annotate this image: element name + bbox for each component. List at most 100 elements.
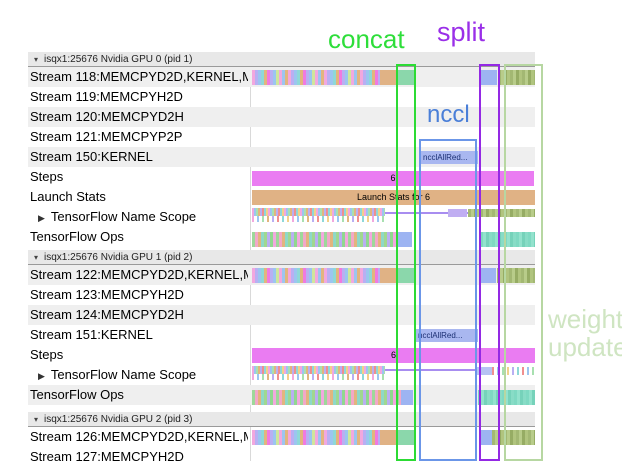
name-scope-bar xyxy=(252,208,385,217)
track-row: Steps 6 xyxy=(0,167,622,187)
track-label: Stream 123:MEMCPYH2D xyxy=(30,285,248,305)
track-row: Stream 118:MEMCPYD2D,KERNEL,ME xyxy=(0,67,622,87)
trace-event[interactable] xyxy=(492,367,535,375)
weight-update-box-highlight xyxy=(504,64,543,461)
weight-annotation-label: weight xyxy=(548,304,622,334)
track-label: Stream 118:MEMCPYD2D,KERNEL,ME xyxy=(30,67,248,87)
track-label: Stream 124:MEMCPYD2H xyxy=(30,305,248,325)
trace-event[interactable] xyxy=(480,232,535,247)
trace-event[interactable] xyxy=(478,390,535,405)
trace-event[interactable] xyxy=(380,70,398,85)
track-row: Stream 123:MEMCPYH2D xyxy=(0,285,622,305)
track-label-text: Stream 150:KERNEL xyxy=(30,149,153,164)
track-label-text: TensorFlow Name Scope xyxy=(50,209,197,224)
trace-event[interactable]: 6 xyxy=(252,171,534,186)
trace-event[interactable] xyxy=(397,268,414,283)
track-label: Launch Stats xyxy=(30,187,248,207)
track-label-text: Stream 151:KERNEL xyxy=(30,327,153,342)
trace-event[interactable] xyxy=(252,70,380,85)
trace-event[interactable] xyxy=(380,430,398,445)
track-label: TensorFlow Ops xyxy=(30,385,248,405)
track-label-text: Stream 118:MEMCPYD2D,KERNEL,ME xyxy=(30,69,248,84)
track-label-text: TensorFlow Ops xyxy=(30,229,124,244)
track-row: Stream 126:MEMCPYD2D,KERNEL,MI xyxy=(0,427,622,447)
trace-event[interactable] xyxy=(398,70,416,85)
trace-event[interactable] xyxy=(448,209,467,217)
trace-event[interactable] xyxy=(481,430,492,445)
track-label-text: Stream 122:MEMCPYD2D,KERNEL,MI xyxy=(30,267,248,282)
update-annotation-label: update xyxy=(548,332,622,362)
trace-event[interactable] xyxy=(252,430,380,445)
trace-event[interactable] xyxy=(475,367,492,375)
name-scope-fringe xyxy=(252,374,385,380)
track-label-text: TensorFlow Ops xyxy=(30,387,124,402)
track-label-text: Steps xyxy=(30,347,64,362)
nccl-allreduce-event[interactable]: ncclAllRed... xyxy=(415,329,478,342)
track-label-text: Stream 126:MEMCPYD2D,KERNEL,MI xyxy=(30,429,248,444)
trace-event[interactable]: Launch Stats for 6 xyxy=(252,190,535,205)
trace-event[interactable] xyxy=(468,209,535,217)
track-label-text: Stream 124:MEMCPYD2H xyxy=(30,307,184,322)
track-label-text: Launch Stats xyxy=(30,189,106,204)
track-row: Stream 121:MEMCPYP2P xyxy=(0,127,622,147)
track-label: Stream 121:MEMCPYP2P xyxy=(30,127,248,147)
process-header[interactable]: ▾isqx1:25676 Nvidia GPU 1 (pid 2) xyxy=(28,250,535,265)
track-label-text: Steps xyxy=(30,169,64,184)
trace-event[interactable] xyxy=(397,232,412,247)
trace-event[interactable] xyxy=(385,369,475,371)
track-label: Stream 119:MEMCPYH2D xyxy=(30,87,248,107)
nccl-annotation-label: nccl xyxy=(427,101,470,128)
track-row: Stream 122:MEMCPYD2D,KERNEL,MI xyxy=(0,265,622,285)
process-header[interactable]: ▾isqx1:25676 Nvidia GPU 0 (pid 1) xyxy=(28,52,535,67)
process-header-label: isqx1:25676 Nvidia GPU 0 (pid 1) xyxy=(44,53,193,65)
trace-event[interactable] xyxy=(252,268,380,283)
track-row: Stream 151:KERNEL ncclAllRed... xyxy=(0,325,622,345)
track-label-text: Stream 121:MEMCPYP2P xyxy=(30,129,183,144)
track-label: Stream 126:MEMCPYD2D,KERNEL,MI xyxy=(30,427,248,447)
split-box-highlight xyxy=(479,64,500,461)
track-row: Stream 120:MEMCPYD2H xyxy=(0,107,622,127)
track-label-text: Stream 120:MEMCPYD2H xyxy=(30,109,184,124)
track-row: Stream 150:KERNEL ncclAllRed... xyxy=(0,147,622,167)
concat-annotation-label: concat xyxy=(328,24,405,54)
trace-event[interactable] xyxy=(252,366,385,380)
track-row: Launch Stats Launch Stats for 6 xyxy=(0,187,622,207)
triangle-right-icon[interactable]: ▶ xyxy=(38,371,45,381)
track-label-text: TensorFlow Name Scope xyxy=(50,367,197,382)
track-label[interactable]: ▶ TensorFlow Name Scope xyxy=(30,365,248,385)
trace-event[interactable] xyxy=(481,70,497,85)
track-row: Stream 124:MEMCPYD2H xyxy=(0,305,622,325)
trace-event[interactable] xyxy=(498,70,535,85)
track-label: TensorFlow Ops xyxy=(30,227,248,247)
track-row: Stream 127:MEMCPYH2D xyxy=(0,447,622,461)
trace-event[interactable] xyxy=(252,232,397,247)
trace-event[interactable] xyxy=(252,208,385,222)
trace-event[interactable] xyxy=(252,390,401,405)
process-header-label: isqx1:25676 Nvidia GPU 2 (pid 3) xyxy=(44,413,193,425)
split-annotation-label: split xyxy=(437,17,486,47)
track-row: ▶ TensorFlow Name Scope xyxy=(0,365,622,385)
trace-event[interactable] xyxy=(401,390,413,405)
trace-event[interactable] xyxy=(398,430,414,445)
concat-box-highlight xyxy=(396,64,416,461)
track-label-text: Stream 123:MEMCPYH2D xyxy=(30,287,184,302)
triangle-down-icon: ▾ xyxy=(34,414,39,424)
track-label-text: Stream 127:MEMCPYH2D xyxy=(30,449,184,461)
track-label[interactable]: ▶ TensorFlow Name Scope xyxy=(30,207,248,227)
track-row: ▶ TensorFlow Name Scope xyxy=(0,207,622,227)
track-label: Stream 127:MEMCPYH2D xyxy=(30,447,248,461)
trace-event[interactable] xyxy=(481,268,496,283)
nccl-allreduce-event[interactable]: ncclAllRed... xyxy=(420,151,478,164)
process-header[interactable]: ▾ isqx1:25676 Nvidia GPU 2 (pid 3) xyxy=(28,412,535,427)
trace-event[interactable]: 6 xyxy=(252,348,535,363)
trace-event[interactable] xyxy=(497,268,535,283)
trace-event[interactable] xyxy=(492,430,535,445)
name-scope-bar xyxy=(252,366,385,375)
triangle-down-icon: ▾ xyxy=(34,252,39,262)
track-row: TensorFlow Ops xyxy=(0,385,622,405)
track-label: Stream 122:MEMCPYD2D,KERNEL,MI xyxy=(30,265,248,285)
triangle-right-icon[interactable]: ▶ xyxy=(38,213,45,223)
track-row: Stream 119:MEMCPYH2D xyxy=(0,87,622,107)
trace-event[interactable] xyxy=(380,268,397,283)
